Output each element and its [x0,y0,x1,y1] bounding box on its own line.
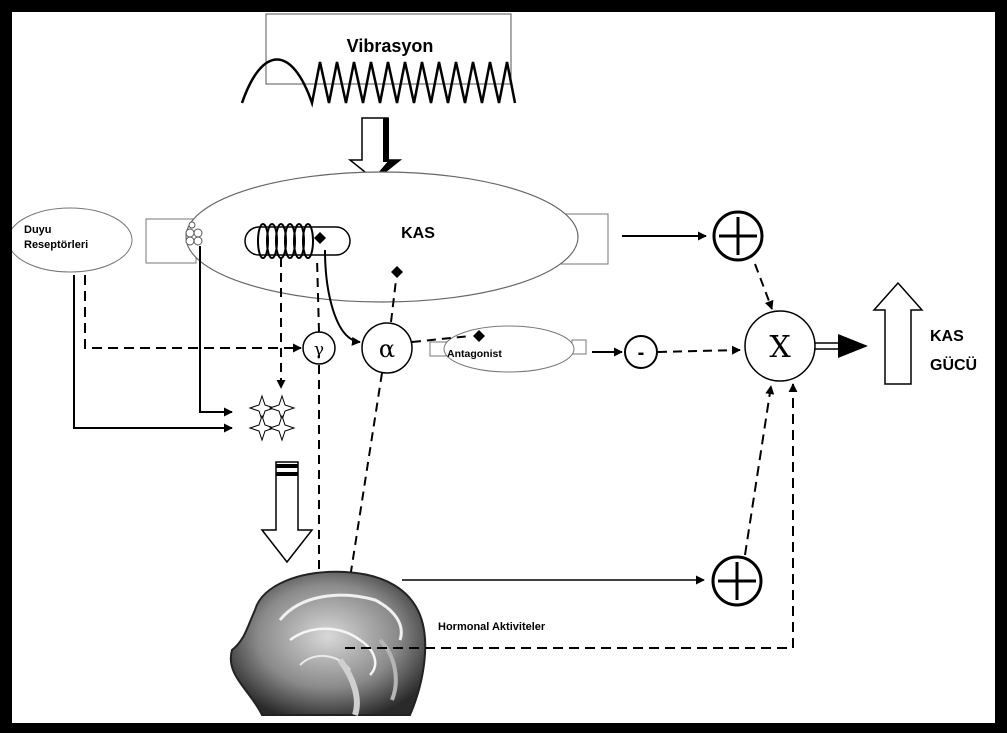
output-label-2: GÜCÜ [930,355,977,374]
minus-node: - [625,336,657,368]
alpha-to-brain-line [350,373,382,578]
receptors-to-cns-arrow [74,275,232,428]
antagonist-muscle: Antagonist [430,326,586,372]
sensory-receptors: Duyu Reseptörleri [12,208,132,272]
alpha-label: α [379,335,395,363]
hormonal-label: Hormonal Aktiviteler [438,621,546,633]
receptors-label-2: Reseptörleri [24,239,88,251]
diagram-svg: Vibrasyon KAS Duyu Re [12,12,995,723]
muscle-spindle-icon [245,224,350,258]
muscle-force-up-arrow [874,283,922,384]
plus-to-x-arrow [755,264,772,309]
gamma-motor-neuron: γ [303,332,335,364]
antagonist-label: Antagonist [447,348,502,360]
lower-plus-to-x-arrow [745,386,771,555]
muscle-label: KAS [401,225,435,242]
plus-node-bottom [713,557,761,605]
cns-to-brain-arrow [262,462,312,562]
minus-to-x-arrow [658,350,740,352]
alpha-motor-neuron: α [362,323,412,373]
product-label: X [769,330,791,365]
plus-node-top [714,212,762,260]
brain-head-image [231,572,425,715]
output-label-1: KAS [930,328,964,345]
gamma-label: γ [314,340,324,360]
x-output-arrowhead [838,334,868,358]
product-node: X [745,311,815,381]
spinal-integration-icon [250,396,294,440]
vibration-label: Vibrasyon [347,36,434,56]
diagram-canvas: Vibrasyon KAS Duyu Re [12,12,995,723]
receptors-label-1: Duyu [24,224,52,236]
vibration-input-arrow [350,118,400,180]
minus-label: - [638,342,645,364]
